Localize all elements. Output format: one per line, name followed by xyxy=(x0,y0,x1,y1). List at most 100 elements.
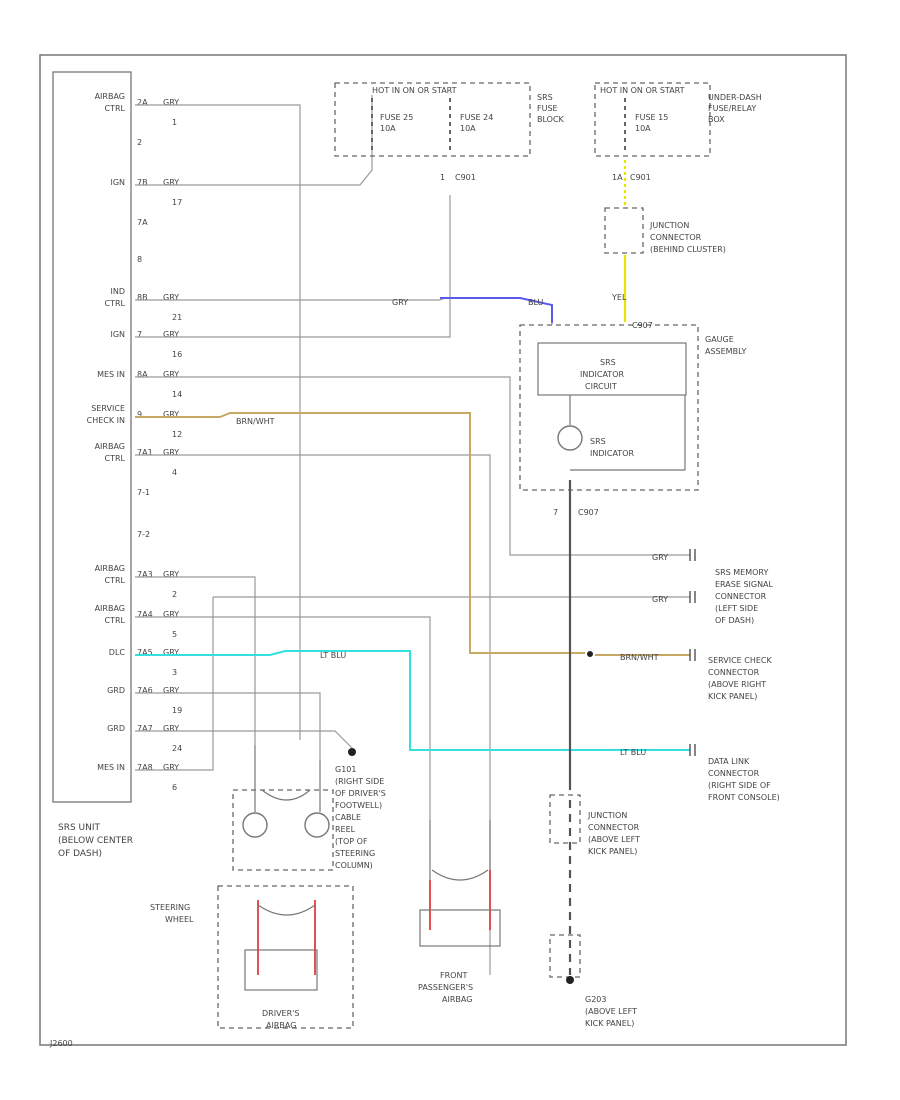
srs-pin-cavity: 24 xyxy=(172,744,182,753)
drivers-airbag-shunt xyxy=(257,904,316,916)
dlc-label: (RIGHT SIDE OF xyxy=(708,781,771,790)
service-label: SERVICE CHECK xyxy=(708,656,773,665)
srs-lamp-label: SRS xyxy=(590,437,606,446)
srs-pin-wire-color: GRY xyxy=(163,410,179,419)
memory-label: SRS MEMORY xyxy=(715,568,768,577)
gauge-internal-wires xyxy=(569,395,686,471)
diagram-code: J2600 xyxy=(49,1039,73,1048)
srs-pin-number: 7A4 xyxy=(137,610,153,619)
drivers-airbag-module xyxy=(244,949,318,991)
fuse-25-rating: 10A xyxy=(380,124,396,133)
srs-pin-number: 2A xyxy=(137,98,148,107)
g203-label: (ABOVE LEFT xyxy=(585,1007,637,1016)
g101-label: OF DRIVER'S xyxy=(335,789,386,798)
junction-kick-label: JUNCTION xyxy=(587,811,627,820)
srs-pin-number: 7A8 xyxy=(137,763,153,772)
srs-pin-label: AIRBAG xyxy=(95,442,125,451)
dlc-label: DATA LINK xyxy=(708,757,750,766)
drivers-airbag-label: DRIVER'S xyxy=(262,1009,299,1018)
cable-reel-coil-left xyxy=(242,812,268,838)
wire-label-blu: BLU xyxy=(528,298,544,307)
srs-pin-label: AIRBAG xyxy=(95,604,125,613)
srs-unit-label-line: SRS UNIT xyxy=(58,823,101,833)
under-dash-fuse-box xyxy=(594,82,711,157)
service-connector-end xyxy=(689,649,696,661)
service-check-splice xyxy=(587,651,593,657)
srs-pin-cavity: 14 xyxy=(172,390,182,399)
cable-reel-label: CABLE xyxy=(335,813,361,822)
wire-label-brnwht: BRN/WHT xyxy=(236,417,275,426)
junction-kick-label: CONNECTOR xyxy=(588,823,640,832)
cable-reel-label: REEL xyxy=(335,825,356,834)
fuse-block-bus xyxy=(371,98,451,150)
srs-pin-cavity: 16 xyxy=(172,350,182,359)
srs-pin-wire-color: GRY xyxy=(163,648,179,657)
srs-pin-row: 2 xyxy=(137,138,142,147)
srs-pin-row: 7-2 xyxy=(137,530,150,539)
srs-pin-label: CTRL xyxy=(105,104,126,113)
srs-pin-wire-color: GRY xyxy=(163,330,179,339)
wire-grd-19 xyxy=(135,692,321,760)
srs-pin-number: 7 xyxy=(137,330,142,339)
cable-reel-leads xyxy=(254,745,321,812)
drivers-airbag-squib-leads xyxy=(257,900,316,975)
srs-indicator-circuit-box xyxy=(537,342,687,396)
memory-label: CONNECTOR xyxy=(715,592,767,601)
fuse-25-label: FUSE 25 xyxy=(380,113,413,122)
srs-pin-wire-color: GRY xyxy=(163,610,179,619)
g203-ground-point xyxy=(566,976,574,984)
srs-pin-label: CHECK IN xyxy=(87,416,125,425)
srs-pin-number: 7B xyxy=(137,178,148,187)
memory-connector-end xyxy=(689,549,696,561)
srs-pin-label: MES IN xyxy=(97,763,125,772)
passenger-airbag-label: AIRBAG xyxy=(442,995,472,1004)
steering-wheel-label: WHEEL xyxy=(165,915,194,924)
srs-pin-wire-color: GRY xyxy=(163,293,179,302)
srs-pin-cavity: 12 xyxy=(172,430,182,439)
g101-label: FOOTWELL) xyxy=(335,801,382,810)
srs-pin-number: 8 xyxy=(137,255,142,264)
srs-pin-cavity: 4 xyxy=(172,468,177,477)
c901b-label: C901 xyxy=(630,173,651,182)
g101-ground-point xyxy=(348,748,356,756)
srs-pin-wire-color: GRY xyxy=(163,448,179,457)
srs-pin-number: 2 xyxy=(137,138,142,147)
passenger-airbag-squib-leads xyxy=(429,870,491,930)
g203-label: KICK PANEL) xyxy=(585,1019,634,1028)
wire-ind-ctrl-blu xyxy=(440,297,553,323)
wire-label-ltblu: LT BLU xyxy=(320,651,346,660)
under-dash-label: FUSE/RELAY xyxy=(708,104,756,113)
srs-pin-wire-color: GRY xyxy=(163,570,179,579)
cable-reel-shunt xyxy=(261,789,311,801)
srs-indicator-lamp xyxy=(557,425,583,451)
c907-label: C907 xyxy=(578,508,599,517)
srs-pin-number: 7A5 xyxy=(137,648,153,657)
g203-label: G203 xyxy=(585,995,606,1004)
srs-pin-number: 7A3 xyxy=(137,570,153,579)
srs-pin-label: CTRL xyxy=(105,299,126,308)
srs-circuit-label: SRS xyxy=(600,358,616,367)
wire-ind-ctrl-gry xyxy=(135,297,553,325)
right-connector-ends xyxy=(689,549,696,756)
g203-connector-box xyxy=(549,934,581,978)
srs-pin-row: 7A xyxy=(137,218,148,227)
gauge-assembly-box xyxy=(519,324,699,491)
srs-pin-cavity: 1 xyxy=(172,118,177,127)
srs-pin-wire-color: GRY xyxy=(163,763,179,772)
cable-reel-label: COLUMN) xyxy=(335,861,373,870)
under-dash-label: BOX xyxy=(708,115,725,124)
g101-label: G101 xyxy=(335,765,356,774)
srs-pin-label: CTRL xyxy=(105,454,126,463)
srs-pin-label: CTRL xyxy=(105,576,126,585)
g101-label: (RIGHT SIDE xyxy=(335,777,384,786)
srs-pin-cavity: 2 xyxy=(172,590,177,599)
wire-label-ltblu: LT BLU xyxy=(620,748,646,757)
